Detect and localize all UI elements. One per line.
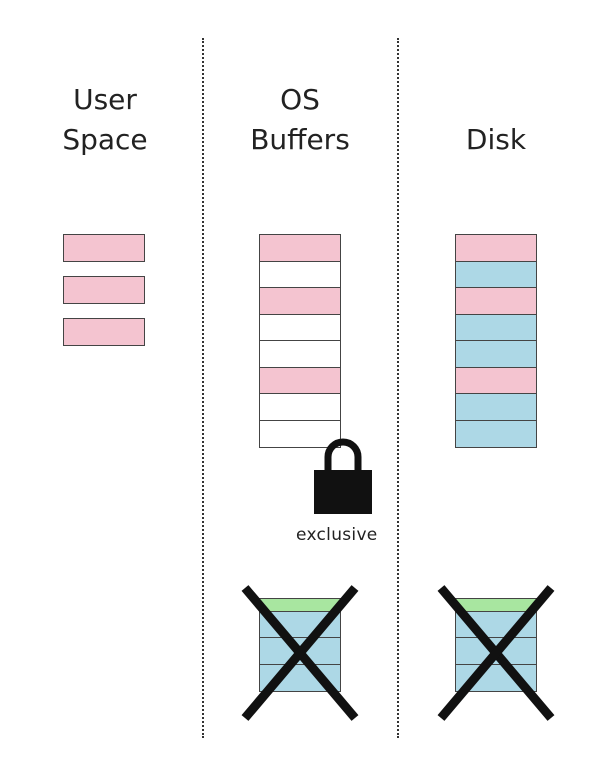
os-buffers-block-empty [259,340,341,368]
title-line: User [73,83,137,116]
disk-blocks [455,234,537,448]
title-line: Buffers [250,123,350,156]
column-title-os-buffers: OS Buffers [240,80,360,160]
disk-block-pink [455,234,537,262]
title-line: OS [280,83,320,116]
column-title-disk: Disk [446,120,546,160]
column-divider-right [397,38,399,738]
os-buffers-block-empty [259,419,341,448]
user-space-block-pink [63,276,145,304]
column-title-user-space: User Space [55,80,155,160]
title-line: Disk [465,123,527,156]
lock-label: exclusive [296,525,378,545]
title-line: Space [62,123,148,156]
user-space-block-pink [63,318,145,346]
os-buffers-block-empty [259,313,341,342]
disk-block-blue [455,313,537,342]
user-space-block-pink [63,234,145,262]
disk-block-blue [455,340,537,368]
os-buffers-block-pink [259,366,341,395]
disk-block-blue [455,260,537,289]
disk-block-pink [455,287,537,315]
column-divider-left [202,38,204,738]
disk-block-blue [455,393,537,421]
user-space-blocks [63,234,145,346]
os-buffer-blocks [259,234,341,448]
disk-block-blue [455,419,537,448]
